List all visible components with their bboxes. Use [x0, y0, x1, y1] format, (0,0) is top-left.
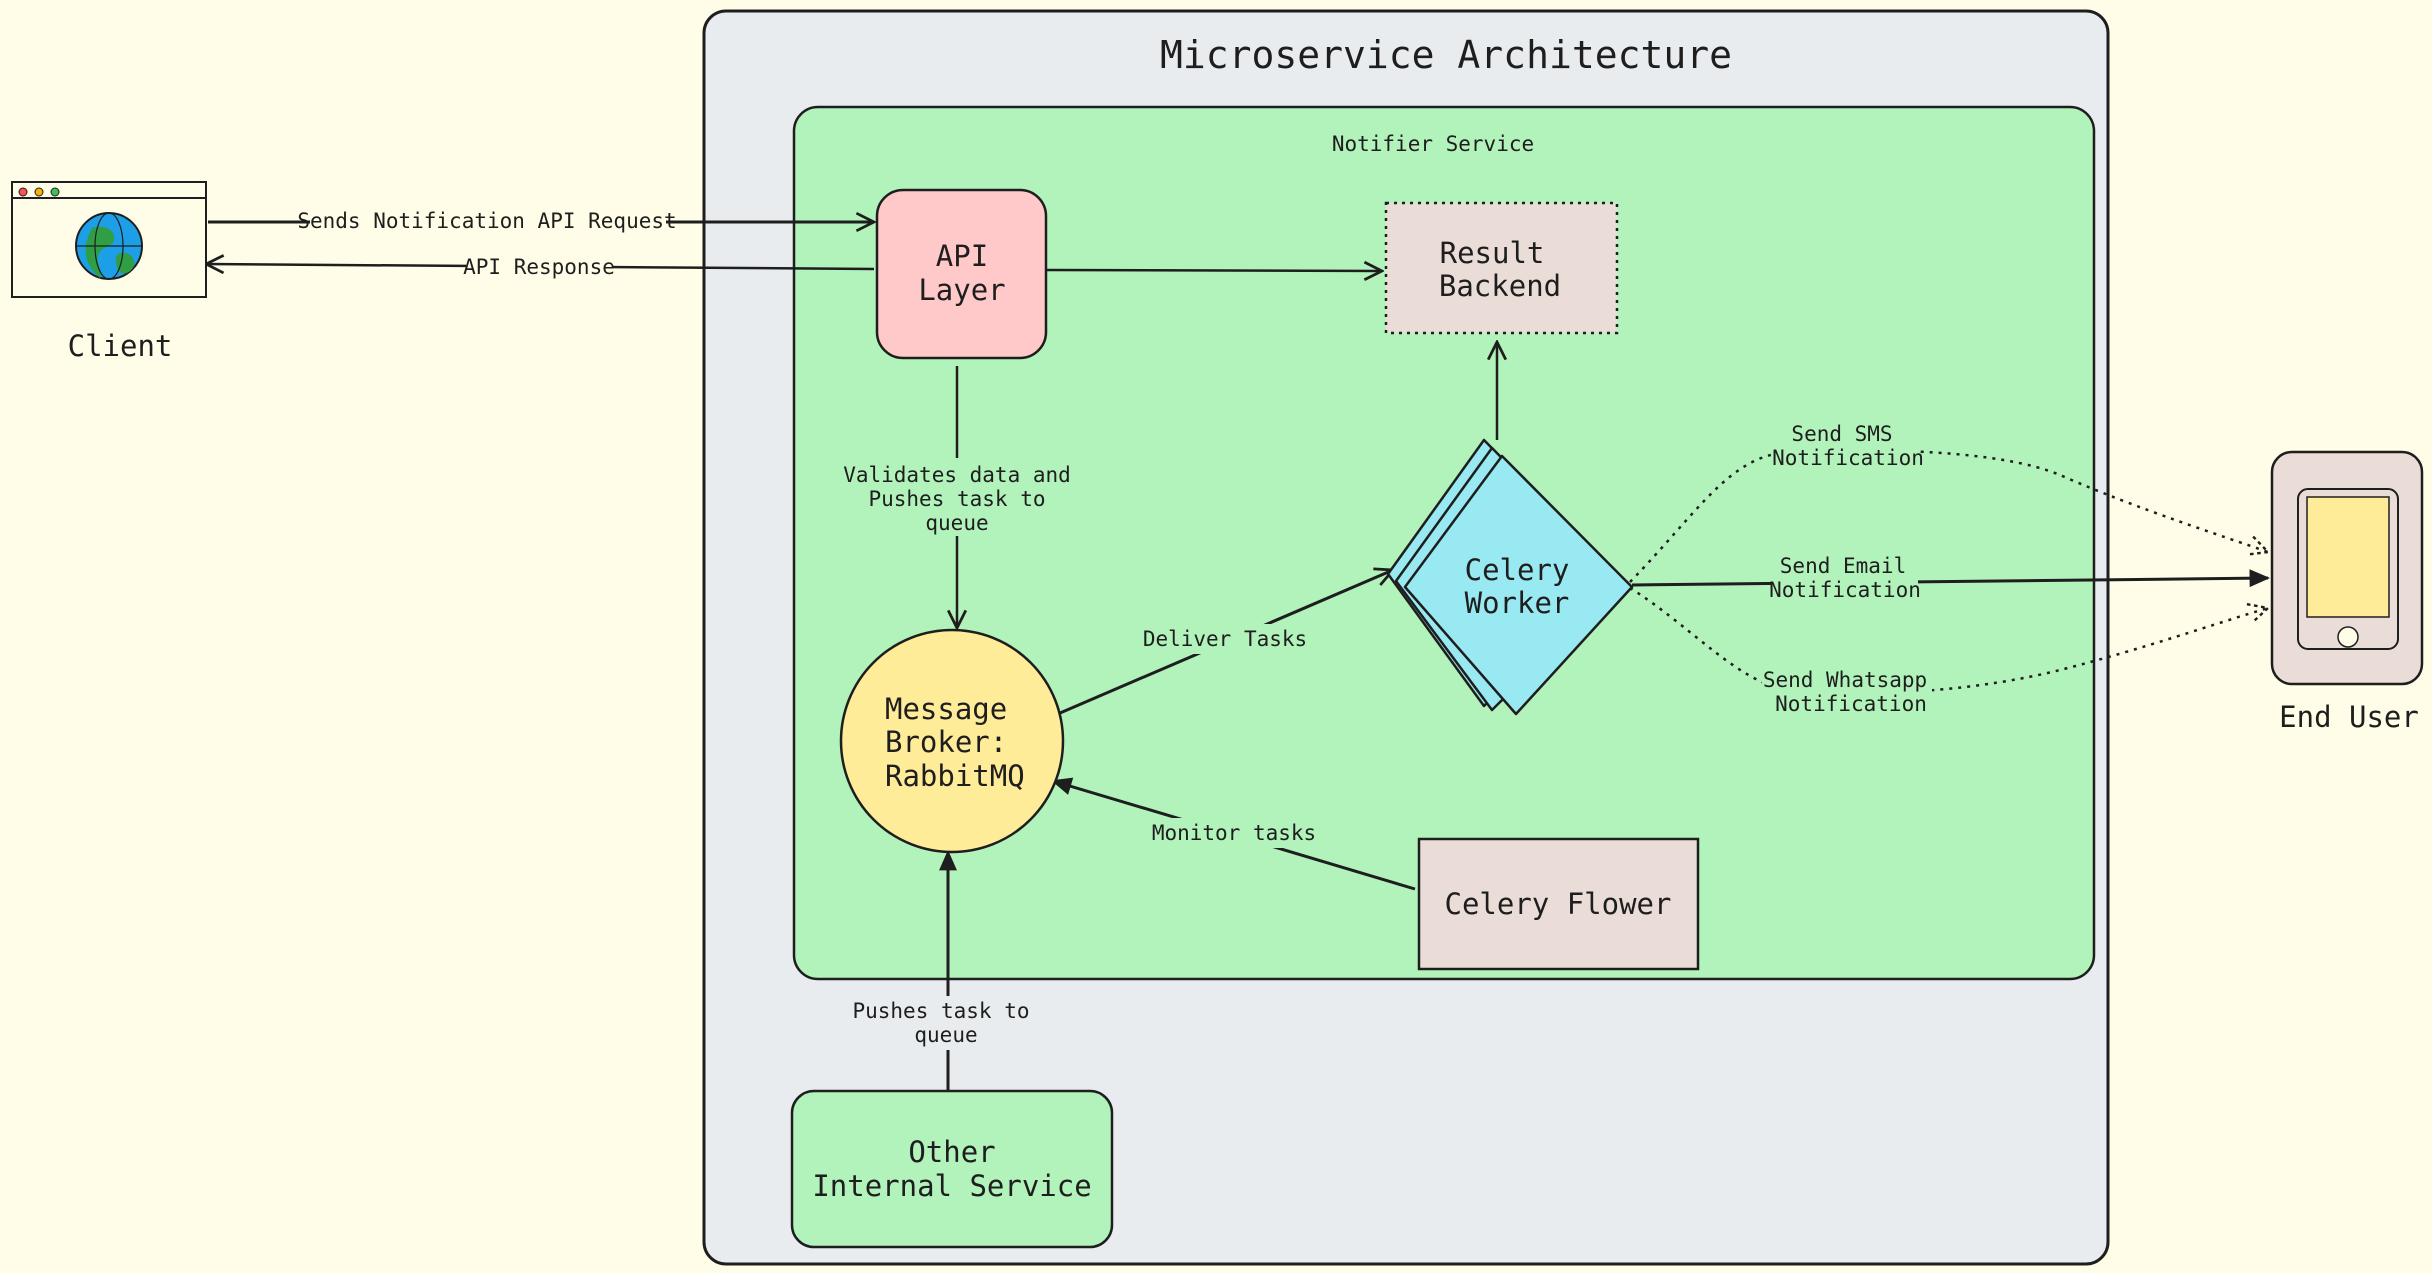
edge-pushes-label-1: Pushes task to: [852, 999, 1029, 1023]
edge-api-to-result: [1046, 270, 1382, 271]
edge-monitor-label-bg: [1154, 818, 1314, 848]
edge-request-label: Sends Notification API Request: [297, 209, 676, 233]
message-broker-node: Message Broker: RabbitMQ: [839, 628, 1065, 854]
edge-whatsapp-label-bg: [1762, 666, 1932, 718]
edge-validates-label-3: queue: [925, 511, 988, 535]
edge-whatsapp: [1629, 588, 2268, 695]
client-node: [11, 181, 207, 298]
result-backend-node: Result Backend: [1384, 201, 1619, 335]
message-broker-label-2: Broker:: [885, 725, 1007, 759]
edge-whatsapp-label-1: Send Whatsapp: [1763, 668, 1927, 692]
edge-email: [1631, 569, 2271, 588]
edge-deliver-label: Deliver Tasks: [1143, 627, 1307, 651]
edge-response-label-bg: [466, 252, 612, 282]
edge-whatsapp-label-2: Notification: [1775, 692, 1927, 716]
edge-deliver-label-bg: [1144, 624, 1306, 654]
edge-sms-label-1: Send SMS: [1791, 422, 1892, 446]
message-broker-label-3: RabbitMQ: [885, 759, 1025, 793]
end-user-node: [2270, 450, 2424, 686]
edge-pushes-label-2: queue: [914, 1023, 977, 1047]
client-label: Client: [68, 329, 173, 363]
edge-email-label-2: Notification: [1769, 578, 1921, 602]
notifier-service-label: Notifier Service: [1332, 132, 1534, 156]
api-layer-node: API Layer: [875, 188, 1048, 360]
celery-flower-label: Celery Flower: [1445, 887, 1672, 921]
edge-monitor-label: Monitor tasks: [1152, 821, 1316, 845]
edge-response-label: API Response: [463, 255, 615, 279]
celery-worker-label-2: Worker: [1465, 586, 1570, 620]
api-layer-label-2: Layer: [918, 273, 1005, 307]
globe-icon: [75, 212, 143, 280]
edge-email-label-bg: [1772, 552, 1918, 604]
edge-validates-label-bg: [846, 458, 1068, 536]
edge-sms-label-2: Notification: [1772, 446, 1924, 470]
api-layer-label-1: API: [936, 239, 988, 273]
celery-worker-label-1: Celery: [1465, 553, 1570, 587]
edge-validates-label-1: Validates data and: [843, 463, 1071, 487]
other-service-label-1: Other: [908, 1135, 995, 1169]
edge-validates-label-2: Pushes task to: [868, 487, 1045, 511]
edge-sms: [1629, 449, 2268, 583]
edge-email-label-1: Send Email: [1780, 554, 1906, 578]
result-backend-label-1: Result: [1440, 236, 1545, 270]
edge-request-label-bg: [310, 206, 666, 236]
phone-icon: [2270, 450, 2424, 686]
result-backend-label-2: Backend: [1439, 269, 1561, 303]
edge-sms-label-bg: [1772, 420, 1916, 472]
end-user-label: End User: [2279, 700, 2419, 734]
other-service-label-2: Internal Service: [812, 1169, 1091, 1203]
diagram-title: Microservice Architecture: [1160, 33, 1732, 77]
other-service-node: Other Internal Service: [790, 1089, 1114, 1249]
celery-worker-node: Celery Worker: [1386, 438, 1634, 716]
message-broker-label-1: Message: [885, 692, 1007, 726]
edge-pushes-label-bg: [852, 996, 1046, 1050]
celery-flower-node: Celery Flower: [1417, 837, 1700, 971]
